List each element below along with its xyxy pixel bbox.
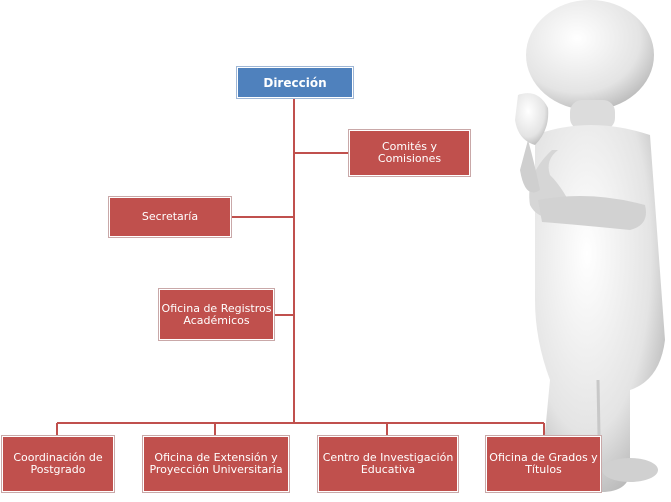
box-coordinacion-postgrado: Coordinación de Postgrado xyxy=(2,436,114,492)
thinking-figure-illustration xyxy=(515,0,665,492)
box-grados-label: Oficina de Grados y Títulos xyxy=(489,451,598,476)
box-investigacion-educativa: Centro de Investigación Educativa xyxy=(318,436,458,492)
box-registros-academicos: Oficina de Registros Académicos xyxy=(159,289,274,340)
box-postgrado-label: Coordinación de Postgrado xyxy=(13,451,103,476)
box-comites-comisiones: Comités y Comisiones xyxy=(349,130,470,176)
box-grados-titulos: Oficina de Grados y Títulos xyxy=(486,436,601,492)
box-registros-label: Oficina de Registros Académicos xyxy=(161,301,272,327)
box-secretaria: Secretaría xyxy=(109,197,231,237)
box-extension-label: Oficina de Extensión y Proyección Univer… xyxy=(149,451,283,476)
box-comites-label: Comités y Comisiones xyxy=(377,140,442,165)
box-direccion: Dirección xyxy=(237,67,353,98)
box-investigacion-label: Centro de Investigación Educativa xyxy=(322,451,454,476)
box-secretaria-label: Secretaría xyxy=(141,210,199,223)
box-direccion-label: Dirección xyxy=(263,75,327,90)
box-extension-proyeccion: Oficina de Extensión y Proyección Univer… xyxy=(143,436,289,492)
